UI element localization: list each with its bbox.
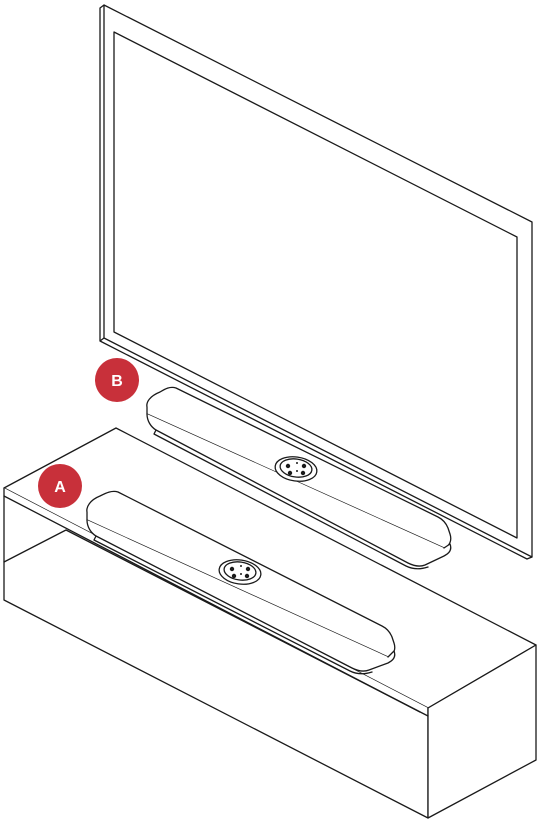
soundbar-a-bottom-edge xyxy=(93,535,373,675)
badge-a-label: A xyxy=(54,479,66,496)
soundbar-b-button xyxy=(301,463,307,469)
badge-b-circle xyxy=(95,358,139,402)
soundbar-b-button xyxy=(285,463,291,469)
soundbar-a-button xyxy=(229,566,235,572)
soundbar-b xyxy=(146,386,452,570)
soundbar-b-button xyxy=(300,470,306,476)
tv-screen xyxy=(113,31,518,539)
soundbar-b-button xyxy=(287,470,293,476)
soundbar-a xyxy=(86,490,396,675)
soundbar-b-front xyxy=(146,413,452,567)
soundbar-b-bottom-edge xyxy=(153,429,429,570)
soundbar-a-button xyxy=(244,573,250,579)
soundbar-a-front xyxy=(86,519,396,672)
badge-b: B xyxy=(95,358,139,402)
soundbar-a-button xyxy=(231,573,237,579)
stand-inner-shelf xyxy=(3,529,429,717)
tv xyxy=(99,4,533,560)
badge-a: A xyxy=(38,464,82,508)
soundbar-a-button xyxy=(245,566,251,572)
badge-a-circle xyxy=(38,464,82,508)
badge-b-label: B xyxy=(111,373,123,390)
stand-side xyxy=(427,644,537,819)
tv-frame-depth xyxy=(99,4,533,560)
tv-stand xyxy=(3,427,537,819)
